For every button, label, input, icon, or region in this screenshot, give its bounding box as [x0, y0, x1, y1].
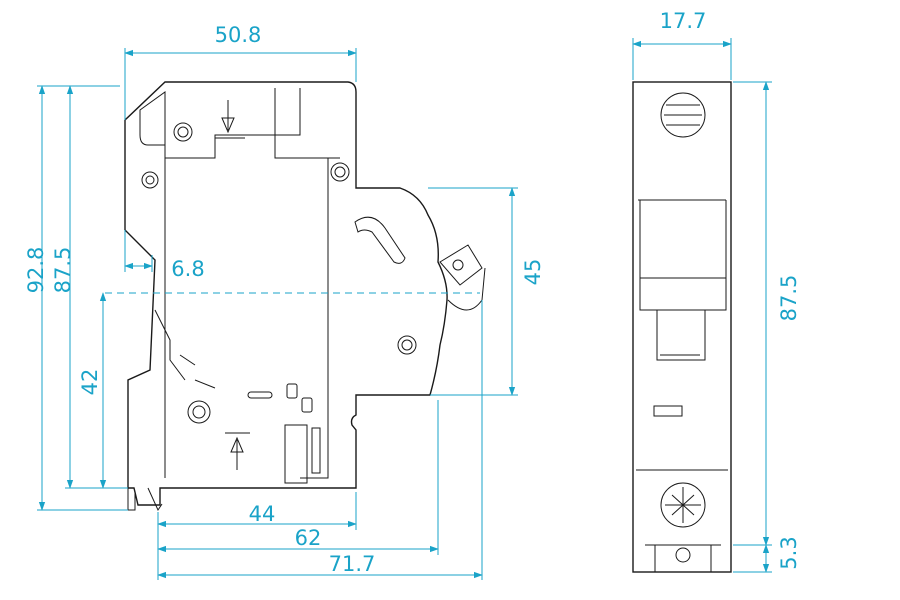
- front-view-drawing: [632, 81, 732, 573]
- latch-detail: [139, 91, 166, 146]
- dim-45: 45: [521, 259, 545, 286]
- dim-71-7: 71.7: [329, 552, 376, 576]
- dim-42: 42: [78, 369, 102, 396]
- dim-17-7: 17.7: [660, 9, 707, 33]
- front-view-body: [632, 81, 732, 573]
- top-screw-icon: [660, 92, 706, 138]
- up-arrow-icon: [225, 432, 250, 470]
- indicator-slot: [247, 391, 273, 399]
- inner-frame: [164, 88, 340, 479]
- lower-terminal-screw-icon: [187, 400, 211, 424]
- handle-lever: [439, 244, 483, 286]
- mount-screw-icon: [141, 171, 159, 189]
- dim-92-8: 92.8: [24, 247, 48, 294]
- dim-62: 62: [295, 526, 322, 550]
- rivet-icon: [330, 162, 350, 182]
- dim-44: 44: [249, 502, 276, 526]
- toggle-handle: [639, 277, 727, 311]
- dim-50-8: 50.8: [215, 23, 262, 47]
- status-window: [653, 405, 683, 417]
- curved-slot: [354, 216, 406, 264]
- bottom-screw-icon: [660, 482, 706, 528]
- dim-5-3: 5.3: [777, 536, 801, 569]
- dim-6-8: 6.8: [171, 257, 204, 281]
- din-clip-spring: [284, 424, 308, 484]
- front-din-clip: [645, 544, 721, 572]
- dimension-labels: 50.8 92.8 87.5 6.8 42 45 44 62 71.7 17.7…: [24, 9, 801, 576]
- side-view-body-outline: [124, 81, 448, 506]
- dimension-lines: [37, 38, 772, 580]
- dim-87-5-side: 87.5: [51, 247, 75, 294]
- mechanism-pin-icon: [397, 335, 417, 355]
- upper-terminal-screw-icon: [173, 122, 193, 142]
- dim-87-5-front: 87.5: [777, 275, 801, 322]
- handle-stem: [656, 309, 706, 361]
- side-view-drawing: [124, 81, 486, 512]
- din-clip: [127, 487, 163, 512]
- down-arrow-icon: [215, 100, 245, 139]
